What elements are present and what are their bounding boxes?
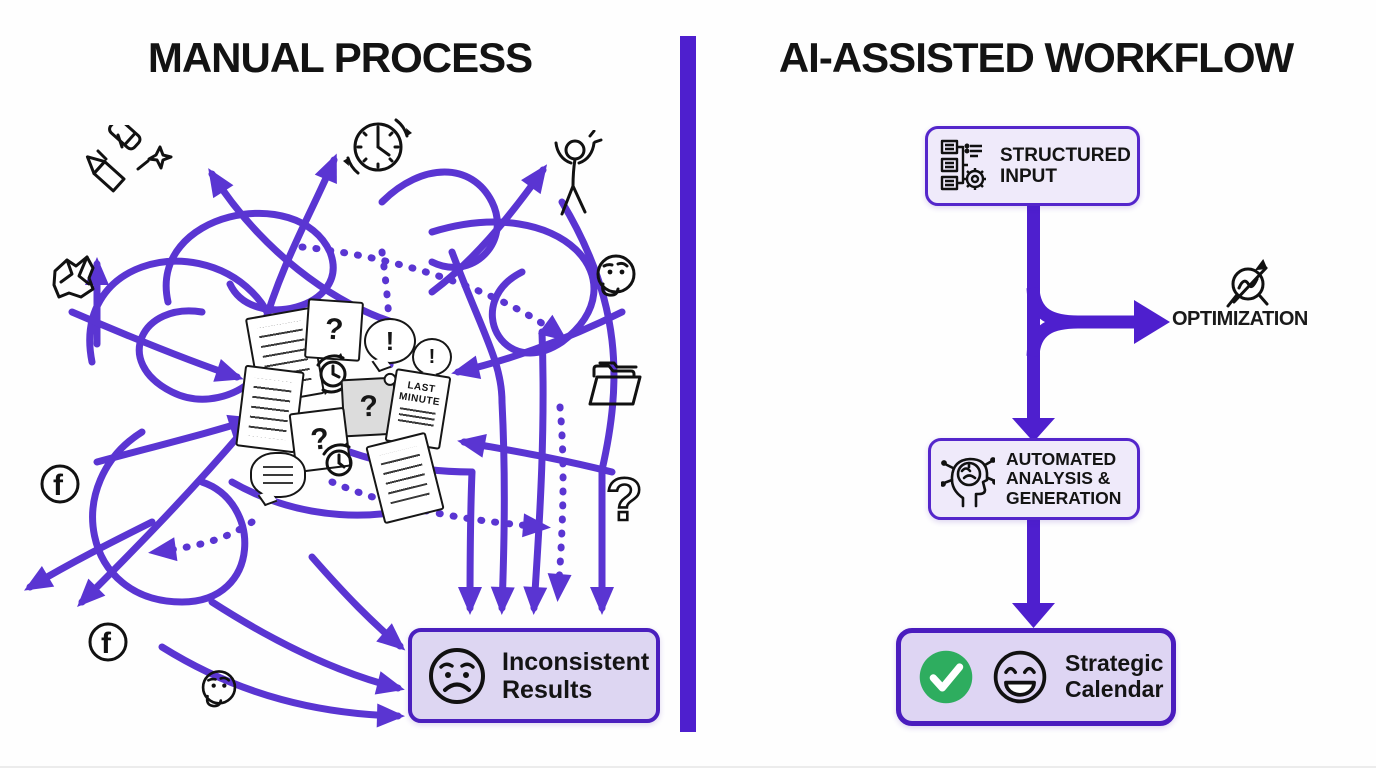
- magnifier-trend-icon: [1226, 259, 1269, 308]
- deadline-clock-icon: [343, 118, 412, 175]
- question-mark: ?: [605, 465, 644, 535]
- facebook-icon: f: [88, 622, 128, 662]
- ai-head-brain-icon: [941, 457, 995, 508]
- sad-face-icon: [429, 647, 485, 704]
- automated-analysis-box: AUTOMATED ANALYSIS & GENERATION: [928, 438, 1140, 520]
- question-mark-text: ?: [323, 312, 345, 347]
- happy-face-icon: [993, 650, 1047, 704]
- speech-bubble-lines: [250, 452, 306, 498]
- facebook-letter: f: [53, 469, 64, 502]
- structured-list-gear-icon: [940, 139, 986, 191]
- stressed-person-icon: [554, 130, 603, 216]
- thinking-face-icon: [201, 670, 237, 708]
- green-check-icon: [919, 650, 973, 704]
- automated-analysis-label: AUTOMATED ANALYSIS & GENERATION: [1006, 448, 1122, 508]
- structured-input-box: STRUCTURED INPUT: [925, 126, 1140, 206]
- strategic-calendar-label: Strategic Calendar: [1065, 650, 1164, 702]
- facebook-icon: f: [40, 464, 80, 504]
- exclaim-text: !: [385, 325, 395, 356]
- speech-bubble-exclaim-small: !: [412, 338, 452, 376]
- broken-pencil-icon: [85, 125, 173, 193]
- exclaim-text: !: [428, 345, 436, 368]
- folder-icon: [588, 361, 642, 406]
- inconsistent-results-label: Inconsistent Results: [502, 647, 650, 704]
- optimization-label: OPTIMIZATION: [1172, 308, 1308, 330]
- inconsistent-results-box: Inconsistent Results: [408, 628, 660, 723]
- thinking-face-icon: [596, 254, 636, 297]
- right-panel-title: AI-ASSISTED WORKFLOW: [778, 34, 1294, 81]
- question-mark-text: ?: [606, 466, 643, 533]
- question-mark-text: ?: [358, 389, 379, 424]
- facebook-letter: f: [101, 627, 112, 660]
- divider-line: [680, 36, 696, 732]
- structured-input-label: STRUCTURED INPUT: [1000, 144, 1131, 187]
- refresh-clock-icon: [322, 442, 353, 477]
- speech-bubble-exclaim: !: [364, 318, 416, 364]
- strategic-calendar-box: Strategic Calendar: [896, 628, 1176, 726]
- left-panel-title: MANUAL PROCESS: [147, 34, 533, 81]
- crumpled-paper-icon: [52, 255, 95, 299]
